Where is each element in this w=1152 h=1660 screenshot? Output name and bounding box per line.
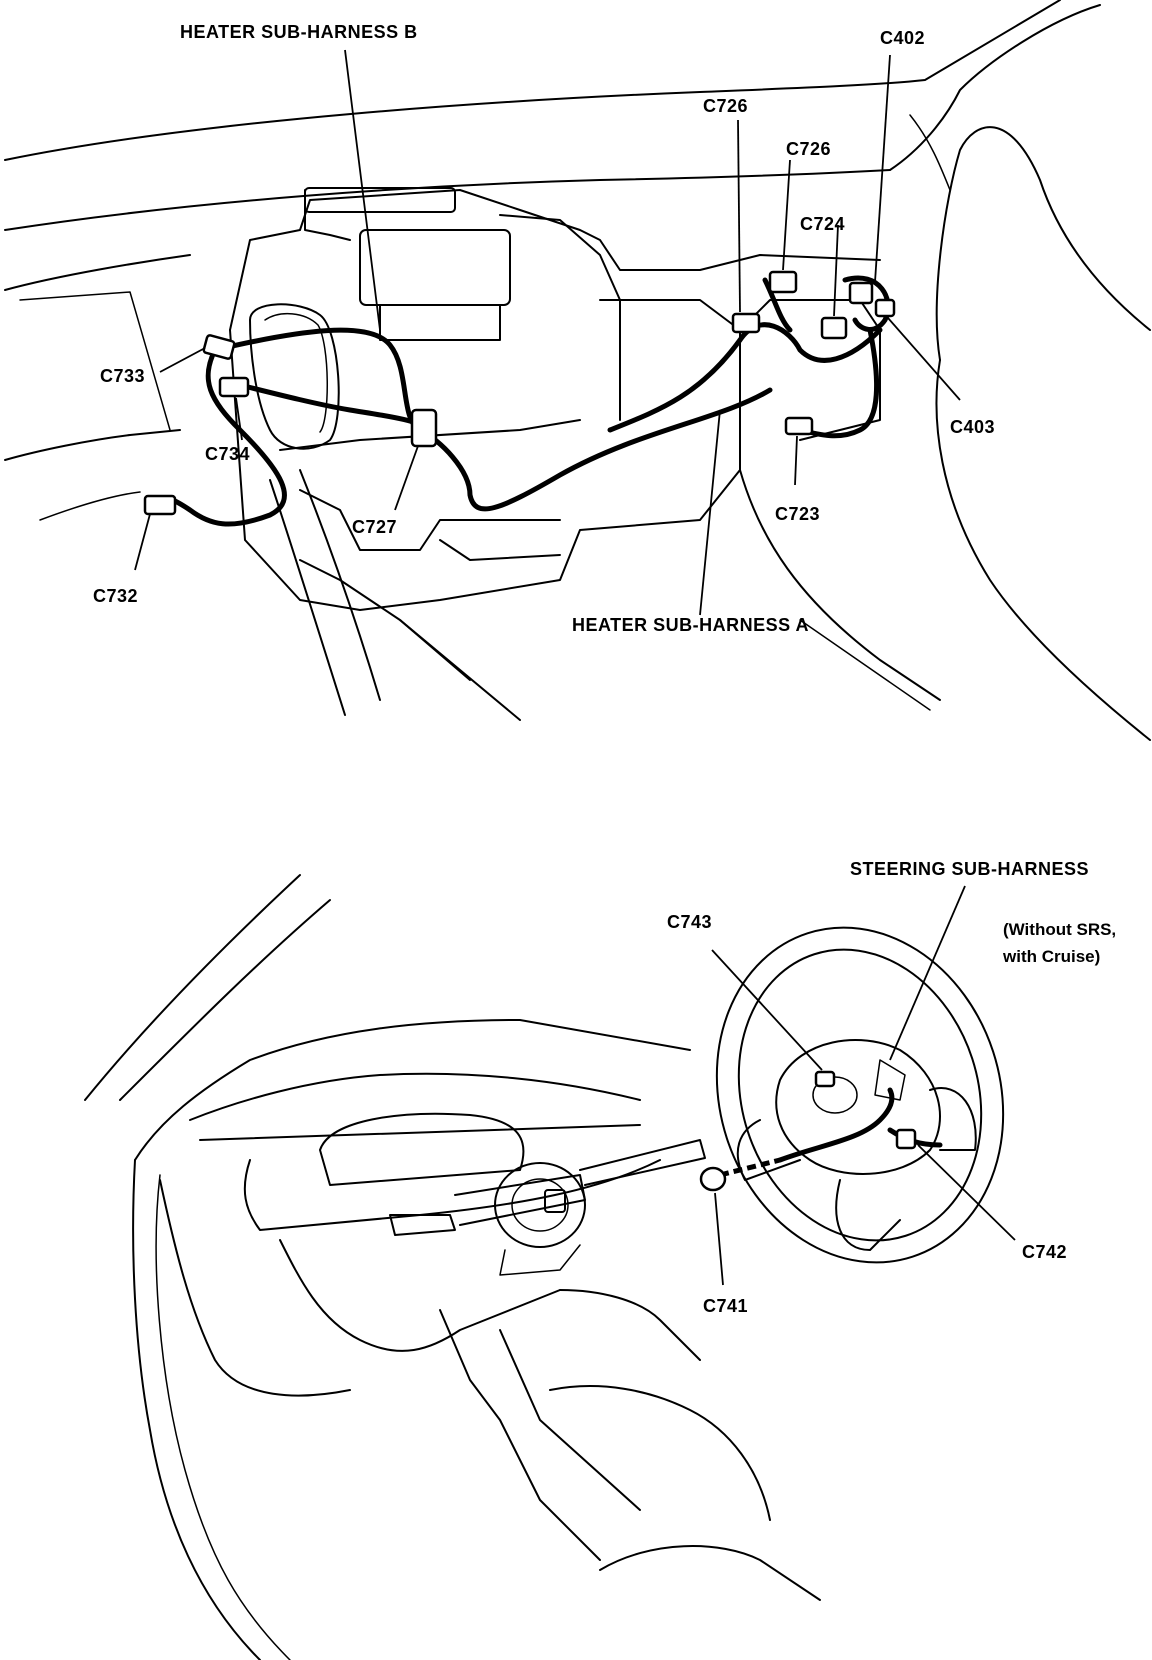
label-c734: C734 [205,444,250,464]
connector-c723 [784,416,814,436]
connector-c742 [895,1128,917,1150]
leader-lines-bottom [711,885,1016,1286]
labels-bottom: STEERING SUB-HARNESS (Without SRS, with … [667,859,1116,1316]
connector-c726-lower [731,312,761,334]
heater-a-wire-right [607,322,883,433]
dashboard-drawing [84,874,821,1660]
connector-c733 [202,334,236,360]
label-c741: C741 [703,1296,748,1316]
label-heater-sub-harness-b: HEATER SUB-HARNESS B [180,22,418,42]
connector-c402 [848,281,874,305]
connector-c734 [218,376,250,398]
leader-lines-top [134,49,961,616]
connectors-bottom [699,1070,917,1192]
label-c403: C403 [950,417,995,437]
label-c724: C724 [800,214,845,234]
heater-a-wire-c726 [762,277,793,333]
connector-c741 [699,1166,727,1192]
label-c742: C742 [1022,1242,1067,1262]
connector-c724 [820,316,848,340]
label-c402: C402 [880,28,925,48]
labels-top: HEATER SUB-HARNESS B C402 C726 C726 C724… [93,22,995,635]
label-c727: C727 [352,517,397,537]
heater-sub-harness-b-branch [157,347,287,527]
connector-c732 [143,494,177,516]
label-c726-upper: C726 [703,96,748,116]
connectors-top [143,270,896,516]
steering-wheel [715,926,1005,1264]
label-c733: C733 [100,366,145,386]
label-note-line1: (Without SRS, [1003,920,1116,939]
label-c726-lower: C726 [786,139,831,159]
heater-a-wire-loop [842,275,891,332]
heater-sub-harness-b-wire [212,327,773,512]
label-c743: C743 [667,912,712,932]
label-steering-sub-harness: STEERING SUB-HARNESS [850,859,1089,879]
label-note-line2: with Cruise) [1002,947,1100,966]
steering-sub-harness-wire [777,1087,895,1163]
cruise-wire-dashed [719,1157,781,1178]
heater-unit-drawing [4,0,1151,741]
heater-sub-harness-a-wire [237,382,433,433]
connector-c403 [874,298,896,318]
harness-wires-top [157,275,891,527]
heater-a-wire-drop [797,327,879,439]
label-heater-sub-harness-a: HEATER SUB-HARNESS A [572,615,809,635]
connector-c726-upper [768,270,798,294]
label-c732: C732 [93,586,138,606]
connector-c743 [814,1070,836,1088]
connector-c727 [410,408,438,448]
label-c723: C723 [775,504,820,524]
